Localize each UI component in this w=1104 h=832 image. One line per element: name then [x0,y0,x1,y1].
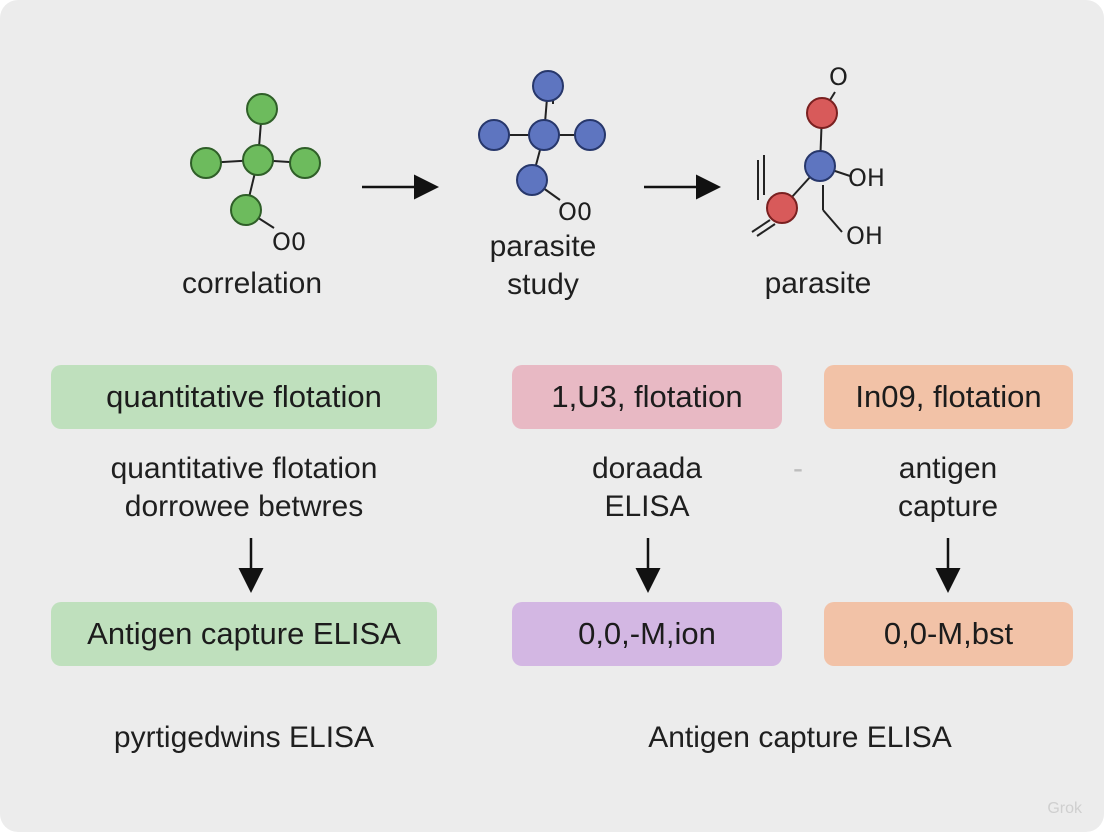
molecule-diagrams: O0 O0 [190,63,885,256]
atom-blue [804,150,836,182]
atom-red [766,192,798,224]
molecule-mixed: O OH OH [751,63,885,250]
atom-green [230,194,262,226]
atom-label-oh: OH [846,222,883,250]
molecule-label-parasite-study: parasite study [489,230,597,301]
molecule-blue: O0 [478,70,606,226]
description-mid: doraada ELISA [591,452,703,523]
description-right: antigen capture [897,452,999,523]
box-flotation-right: In09, flotation [824,365,1073,429]
atom-label-o: O [829,63,848,91]
box-label: Antigen capture ELISA [87,616,401,651]
box-label: 1,U3, flotation [551,379,743,414]
atom-green [289,147,321,179]
atom-label: O0 [272,228,306,256]
box-label: In09, flotation [855,379,1042,414]
atom-blue [532,70,564,102]
atom-green [190,147,222,179]
atom-red [806,97,838,129]
box-bst: 0,0-M,bst [824,602,1073,666]
atom-label: O0 [558,198,592,226]
atom-green [242,144,274,176]
separator-dash: - [793,452,803,485]
atom-label-oh: OH [848,164,885,192]
down-arrows [238,538,961,593]
box-label: 0,0,-M,ion [578,616,716,651]
box-ion: 0,0,-M,ion [512,602,782,666]
atom-green [246,93,278,125]
box-label: 0,0-M,bst [883,616,1014,651]
box-antigen-capture-elisa: Antigen capture ELISA [51,602,437,666]
box-flotation-mid: 1,U3, flotation [512,365,782,429]
footer-right: Antigen capture ELISA [648,721,952,754]
molecule-label-parasite: parasite [764,267,872,300]
box-label: quantitative flotation [106,379,382,414]
atom-blue [516,164,548,196]
box-quantitative-flotation: quantitative flotation [51,365,437,429]
watermark: Grok [1047,800,1082,817]
molecule-label-correlation: correlation [181,267,323,300]
atom-blue [528,119,560,151]
atom-blue [574,119,606,151]
molecule-green: O0 [190,93,321,256]
atom-blue [478,119,510,151]
footer-left: pyrtigedwins ELISA [113,721,375,754]
description-left: quantitative flotation dorrowee betwres [110,452,378,523]
